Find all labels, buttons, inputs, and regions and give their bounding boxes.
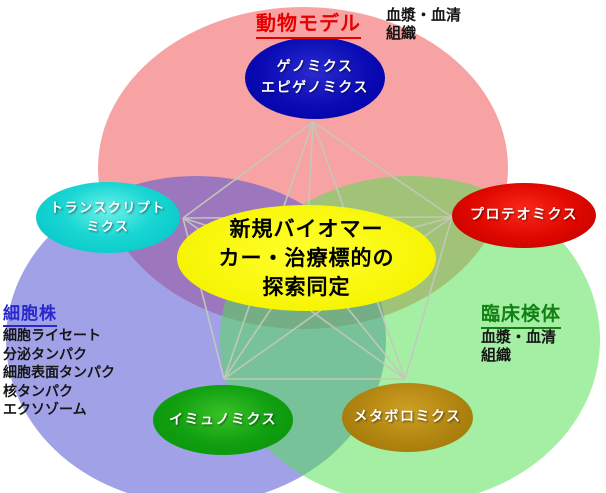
center-goal-line3: 探索同定: [262, 274, 351, 299]
node-immunomics: イミュノミクス: [153, 385, 293, 455]
cell-line-item: 細胞ライセート: [3, 328, 101, 344]
node-genomics: ゲノミクス エピゲノミクス: [245, 37, 385, 119]
clinical-specimen-label: 臨床検体: [481, 299, 562, 329]
node-metabolomics: メタボロミクス: [342, 383, 473, 452]
node-transcriptomics-line2: ミクス: [86, 219, 130, 235]
animal-model-samples: 血漿・血清 組織: [386, 6, 461, 42]
node-genomics-line1: ゲノミクス: [276, 59, 354, 75]
node-transcriptomics-line1: トランスクリプト: [50, 200, 166, 216]
animal-model-label: 動物モデル: [256, 7, 361, 39]
node-metabolomics-label: メタボロミクス: [353, 409, 462, 425]
node-proteomics: プロテオミクス: [452, 183, 596, 248]
center-goal-line2: カー・治療標的の: [218, 245, 395, 270]
clinical-specimen-samples: 血漿・血清 組織: [481, 328, 556, 364]
animal-sample-line: 血漿・血清: [386, 6, 462, 24]
cell-line-item: 核タンパク: [3, 383, 73, 400]
clinical-sample-line: 組織: [481, 346, 512, 364]
cell-line-item: 細胞表面タンパク: [3, 365, 115, 382]
node-center-goal: 新規バイオマー カー・治療標的の 探索同定: [177, 205, 436, 311]
node-genomics-line2: エピゲノミクス: [261, 80, 369, 96]
clinical-sample-line: 血漿・血清: [481, 328, 557, 346]
cell-line-item: エクソゾーム: [3, 402, 87, 419]
node-transcriptomics: トランスクリプト ミクス: [36, 182, 180, 253]
center-goal-line1: 新規バイオマー: [229, 216, 384, 241]
animal-sample-line: 組織: [386, 24, 417, 42]
node-immunomics-label: イミュノミクス: [168, 411, 278, 428]
cell-line-items: 細胞ライセート 分泌タンパク 細胞表面タンパク 核タンパク エクソゾーム: [3, 327, 115, 420]
node-proteomics-label: プロテオミクス: [469, 207, 579, 223]
cell-line-item: 分泌タンパク: [3, 346, 87, 363]
cell-line-label: 細胞株: [3, 299, 57, 327]
